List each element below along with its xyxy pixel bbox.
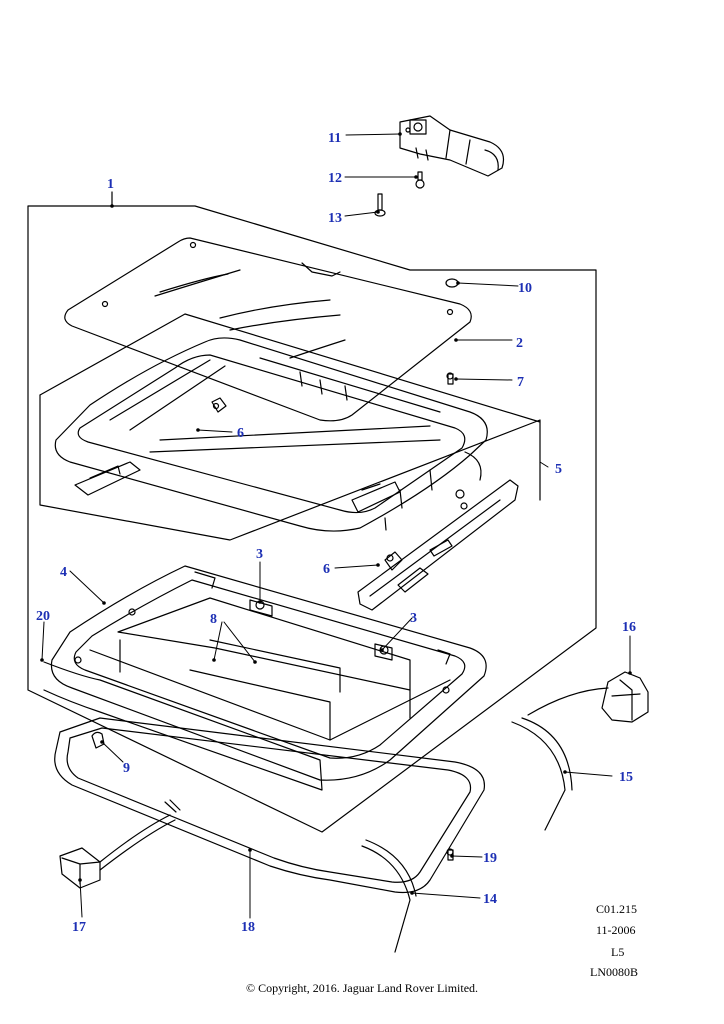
callout-6a: 6: [237, 426, 244, 441]
clip: [91, 731, 105, 749]
callout-17: 17: [72, 920, 86, 935]
diagram-ref: C01.215: [596, 902, 638, 916]
callout-19: 19: [483, 851, 497, 866]
callout-11: 11: [328, 131, 341, 146]
callout-9: 9: [123, 761, 130, 776]
diagram-date: 11-2006: [596, 923, 636, 937]
callout-3b: 3: [410, 611, 417, 626]
callout-18: 18: [241, 920, 255, 935]
assembly-bracket-outline: [27, 191, 597, 833]
motor-screw: [415, 171, 425, 189]
callout-4: 4: [60, 565, 67, 580]
rear-connector: [601, 671, 649, 723]
seal: [54, 717, 486, 894]
callout-16: 16: [622, 620, 636, 635]
callout-12: 12: [328, 171, 342, 186]
glass-panel: [64, 237, 472, 422]
slide-mechanism: [211, 397, 519, 611]
callout-13: 13: [328, 211, 342, 226]
callout-5: 5: [555, 462, 562, 477]
callout-15: 15: [619, 770, 633, 785]
drain-connector: [59, 814, 176, 889]
leader-dots: [40, 132, 632, 895]
callout-7: 7: [517, 375, 524, 390]
callout-14: 14: [483, 892, 497, 907]
frame-lip: [43, 661, 323, 791]
sunroof-frame: [54, 337, 488, 532]
callout-6b: 6: [323, 562, 330, 577]
screw-7: [446, 372, 454, 385]
callout-1: 1: [107, 177, 114, 192]
diagram-code: LN0080B: [590, 965, 638, 979]
bolt: [374, 193, 386, 217]
callout-2: 2: [516, 336, 523, 351]
drain-tray: [50, 565, 487, 781]
rear-drain-tube: [511, 687, 609, 831]
copyright-notice: © Copyright, 2016. Jaguar Land Rover Lim…: [245, 981, 479, 995]
callout-8: 8: [210, 612, 217, 627]
drain-tube: [361, 839, 417, 953]
callout-3a: 3: [256, 547, 263, 562]
callout-20: 20: [36, 609, 50, 624]
leader-lines: [41, 133, 631, 919]
motor: [399, 115, 505, 177]
diagram-level: L5: [611, 945, 625, 959]
callout-10: 10: [518, 281, 532, 296]
callouts: 1 2 3 3 4 5 6 6 7 8 9 10 11 12 13 14 15 …: [36, 131, 636, 935]
